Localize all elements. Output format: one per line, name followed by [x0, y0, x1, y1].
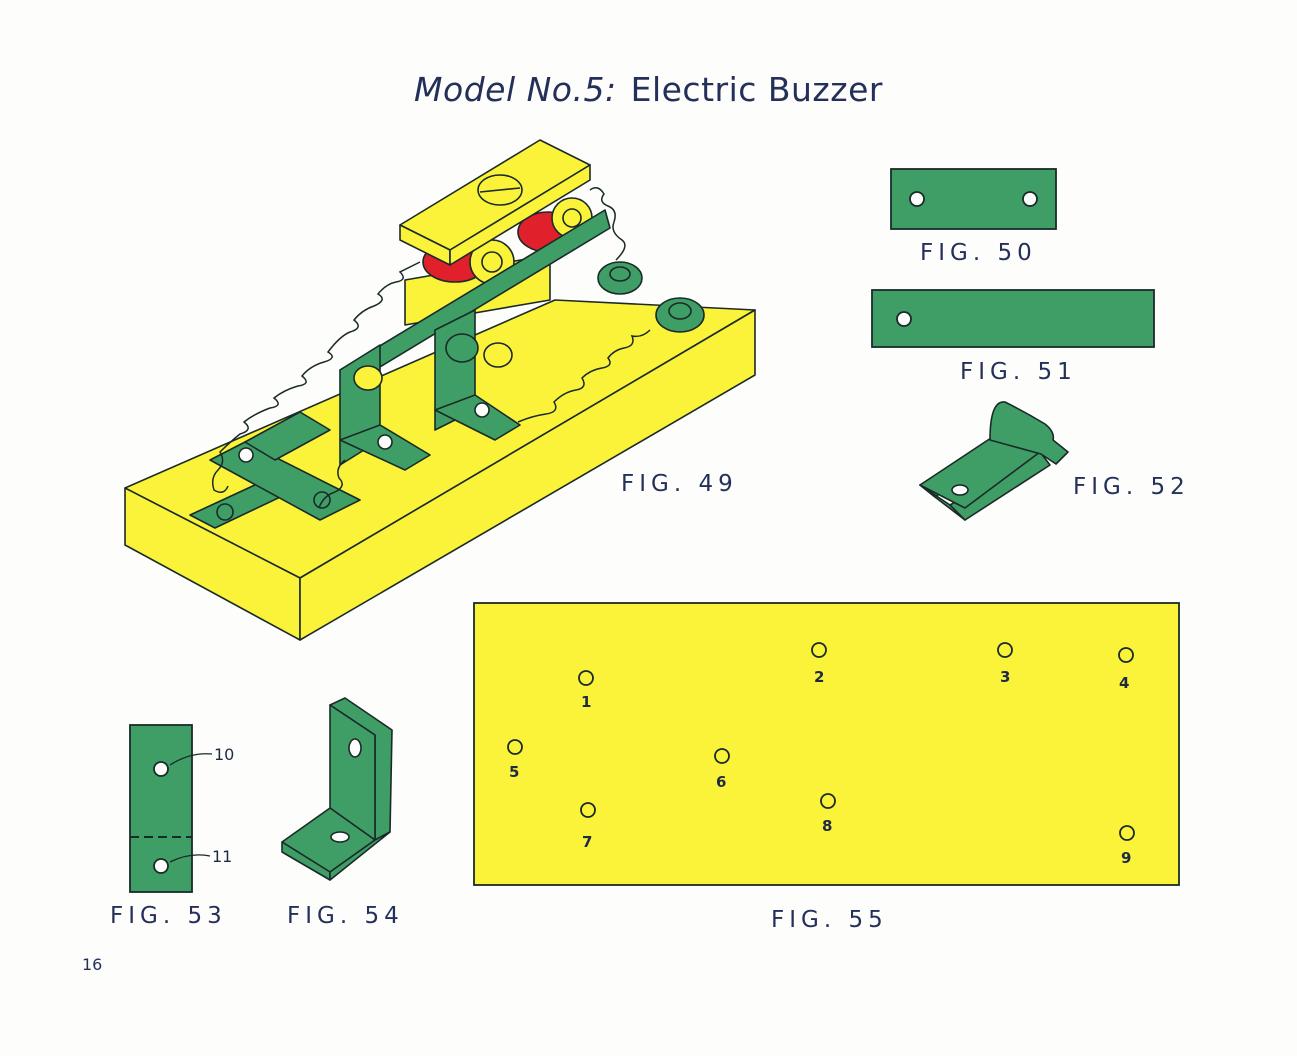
fig55-drawing [473, 602, 1180, 886]
fig51-caption: FIG. 51 [960, 359, 1077, 385]
fig49-drawing [124, 139, 756, 641]
fig53-drawing [129, 724, 213, 893]
fig53-callout-11: 11 [212, 847, 232, 866]
fig52-caption: FIG. 52 [1073, 474, 1190, 500]
fig52-drawing [919, 401, 1069, 521]
fig55-hole-label-1: 1 [581, 693, 591, 711]
fig55-hole-label-4: 4 [1119, 674, 1129, 692]
fig49-caption: FIG. 49 [621, 471, 738, 497]
fig49-wires [211, 187, 651, 509]
fig55-hole-label-7: 7 [582, 833, 592, 851]
fig54-drawing [281, 697, 393, 881]
fig55-hole-label-8: 8 [822, 817, 832, 835]
page-title: Model No.5: Electric Buzzer [0, 70, 1297, 109]
model-name: Electric Buzzer [630, 70, 883, 109]
fig54-caption: FIG. 54 [287, 903, 404, 929]
fig53-caption: FIG. 53 [110, 903, 227, 929]
fig55-caption: FIG. 55 [771, 907, 888, 933]
page-number: 16 [82, 955, 103, 974]
fig49-base-side [299, 309, 756, 641]
model-number: Model No.5: [414, 70, 617, 109]
fig50-caption: FIG. 50 [920, 240, 1037, 266]
fig55-hole-label-5: 5 [509, 763, 519, 781]
fig55-hole-label-2: 2 [814, 668, 824, 686]
fig53-callout-10: 10 [214, 745, 234, 764]
fig55-hole-label-9: 9 [1121, 849, 1131, 867]
fig55-holes [507, 642, 1135, 841]
fig55-hole-label-6: 6 [716, 773, 726, 791]
fig50-drawing [890, 168, 1057, 230]
fig55-hole-label-3: 3 [1000, 668, 1010, 686]
fig51-drawing [871, 289, 1155, 348]
